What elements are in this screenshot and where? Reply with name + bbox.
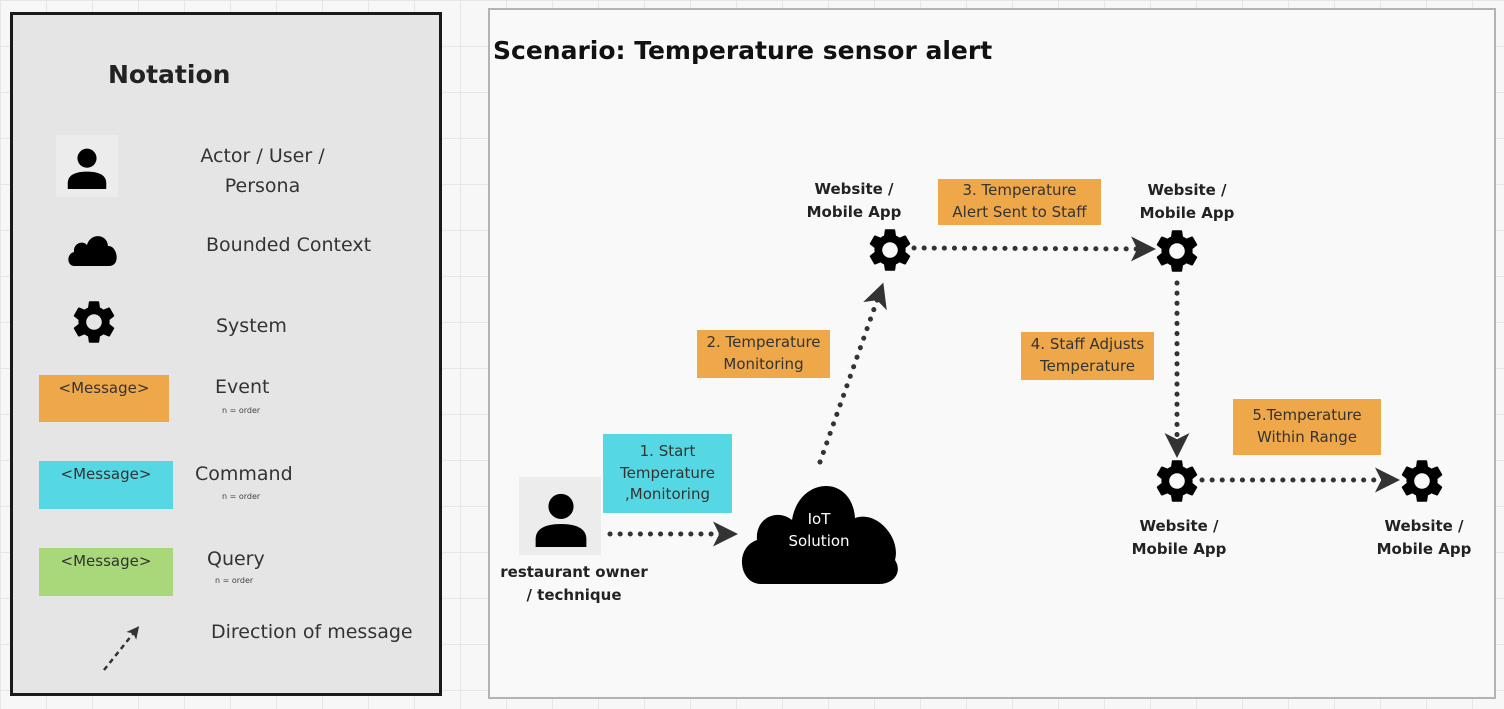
legend-query-label: Query: [207, 548, 265, 570]
system-d-label-line2: Mobile App: [1376, 539, 1472, 558]
iot-label-line1: IoT: [807, 510, 831, 528]
system-c-label-line2: Mobile App: [1131, 539, 1227, 558]
arrow-system-a-to-system-b: [911, 236, 1156, 262]
msg4-line1: 4. Staff Adjusts: [1030, 335, 1145, 354]
gear-icon: [1401, 460, 1443, 502]
event-sticky-3: 3. Temperature Alert Sent to Staff: [938, 179, 1101, 225]
system-d-label-line1: Website /: [1384, 517, 1464, 535]
legend-event-label: Event: [215, 376, 270, 398]
system-a-label: Website / Mobile App: [794, 178, 914, 223]
legend-actor-label: Actor / User / Persona: [180, 141, 345, 201]
msg2-line1: 2. Temperature: [706, 333, 821, 352]
gear-icon: [1156, 460, 1198, 502]
event-sticky-5: 5.Temperature Within Range: [1233, 399, 1381, 455]
msg1-line3: ,Monitoring: [625, 485, 710, 504]
legend-event-box: <Message>: [39, 375, 169, 422]
event-sticky-4: 4. Staff Adjusts Temperature: [1021, 332, 1154, 380]
gear-icon: [1156, 230, 1198, 272]
cloud-icon: [68, 236, 117, 266]
legend-actor-label-line2: Persona: [224, 175, 301, 197]
command-sticky-1: 1. Start Temperature ,Monitoring: [603, 434, 732, 513]
legend-system-label: System: [216, 315, 287, 337]
system-c-label: Website / Mobile App: [1119, 515, 1239, 560]
iot-solution-label: IoT Solution: [737, 508, 901, 552]
system-b-label-line2: Mobile App: [1139, 203, 1235, 222]
scenario-actor-label-line2: / technique: [526, 585, 622, 604]
legend-query-box: <Message>: [39, 548, 173, 596]
system-a-label-line1: Website /: [814, 180, 894, 198]
legend-command-box: <Message>: [39, 461, 173, 509]
msg1-line2: Temperature: [619, 463, 716, 482]
arrow-iot-to-system-a: [817, 282, 887, 465]
system-b-label: Website / Mobile App: [1127, 179, 1247, 224]
legend-command-label: Command: [195, 463, 293, 485]
scenario-panel: [488, 8, 1496, 699]
scenario-title: Scenario: Temperature sensor alert: [493, 36, 993, 65]
gear-icon: [869, 229, 911, 271]
legend-command-sub: n = order: [222, 492, 261, 501]
msg5-line2: Within Range: [1256, 428, 1358, 446]
event-sticky-2: 2. Temperature Monitoring: [697, 330, 830, 378]
msg3-line2: Alert Sent to Staff: [952, 203, 1087, 221]
legend-direction-label: Direction of message: [211, 621, 413, 643]
legend-query-sub: n = order: [215, 576, 254, 585]
msg3-line1: 3. Temperature: [962, 181, 1077, 200]
msg4-line2: Temperature: [1039, 357, 1135, 375]
msg5-line1: 5.Temperature: [1252, 406, 1362, 425]
system-c-label-line1: Website /: [1139, 517, 1219, 535]
iot-label-line2: Solution: [788, 532, 850, 550]
system-a-label-line2: Mobile App: [806, 202, 902, 221]
system-b-label-line1: Website /: [1147, 181, 1227, 199]
msg1-line1: 1. Start: [639, 441, 696, 460]
legend-event-sub: n = order: [222, 406, 261, 415]
legend-bounded-context-label: Bounded Context: [206, 234, 372, 256]
scenario-actor-label: restaurant owner / technique: [492, 561, 656, 606]
cloud-icon: [741, 485, 898, 584]
system-d-label: Website / Mobile App: [1364, 515, 1484, 560]
msg2-line2: Monitoring: [723, 355, 804, 373]
legend-actor-label-line1: Actor / User /: [200, 145, 325, 167]
user-icon: [535, 493, 587, 547]
legend-title: Notation: [108, 60, 231, 89]
scenario-actor-label-line1: restaurant owner: [500, 563, 648, 581]
